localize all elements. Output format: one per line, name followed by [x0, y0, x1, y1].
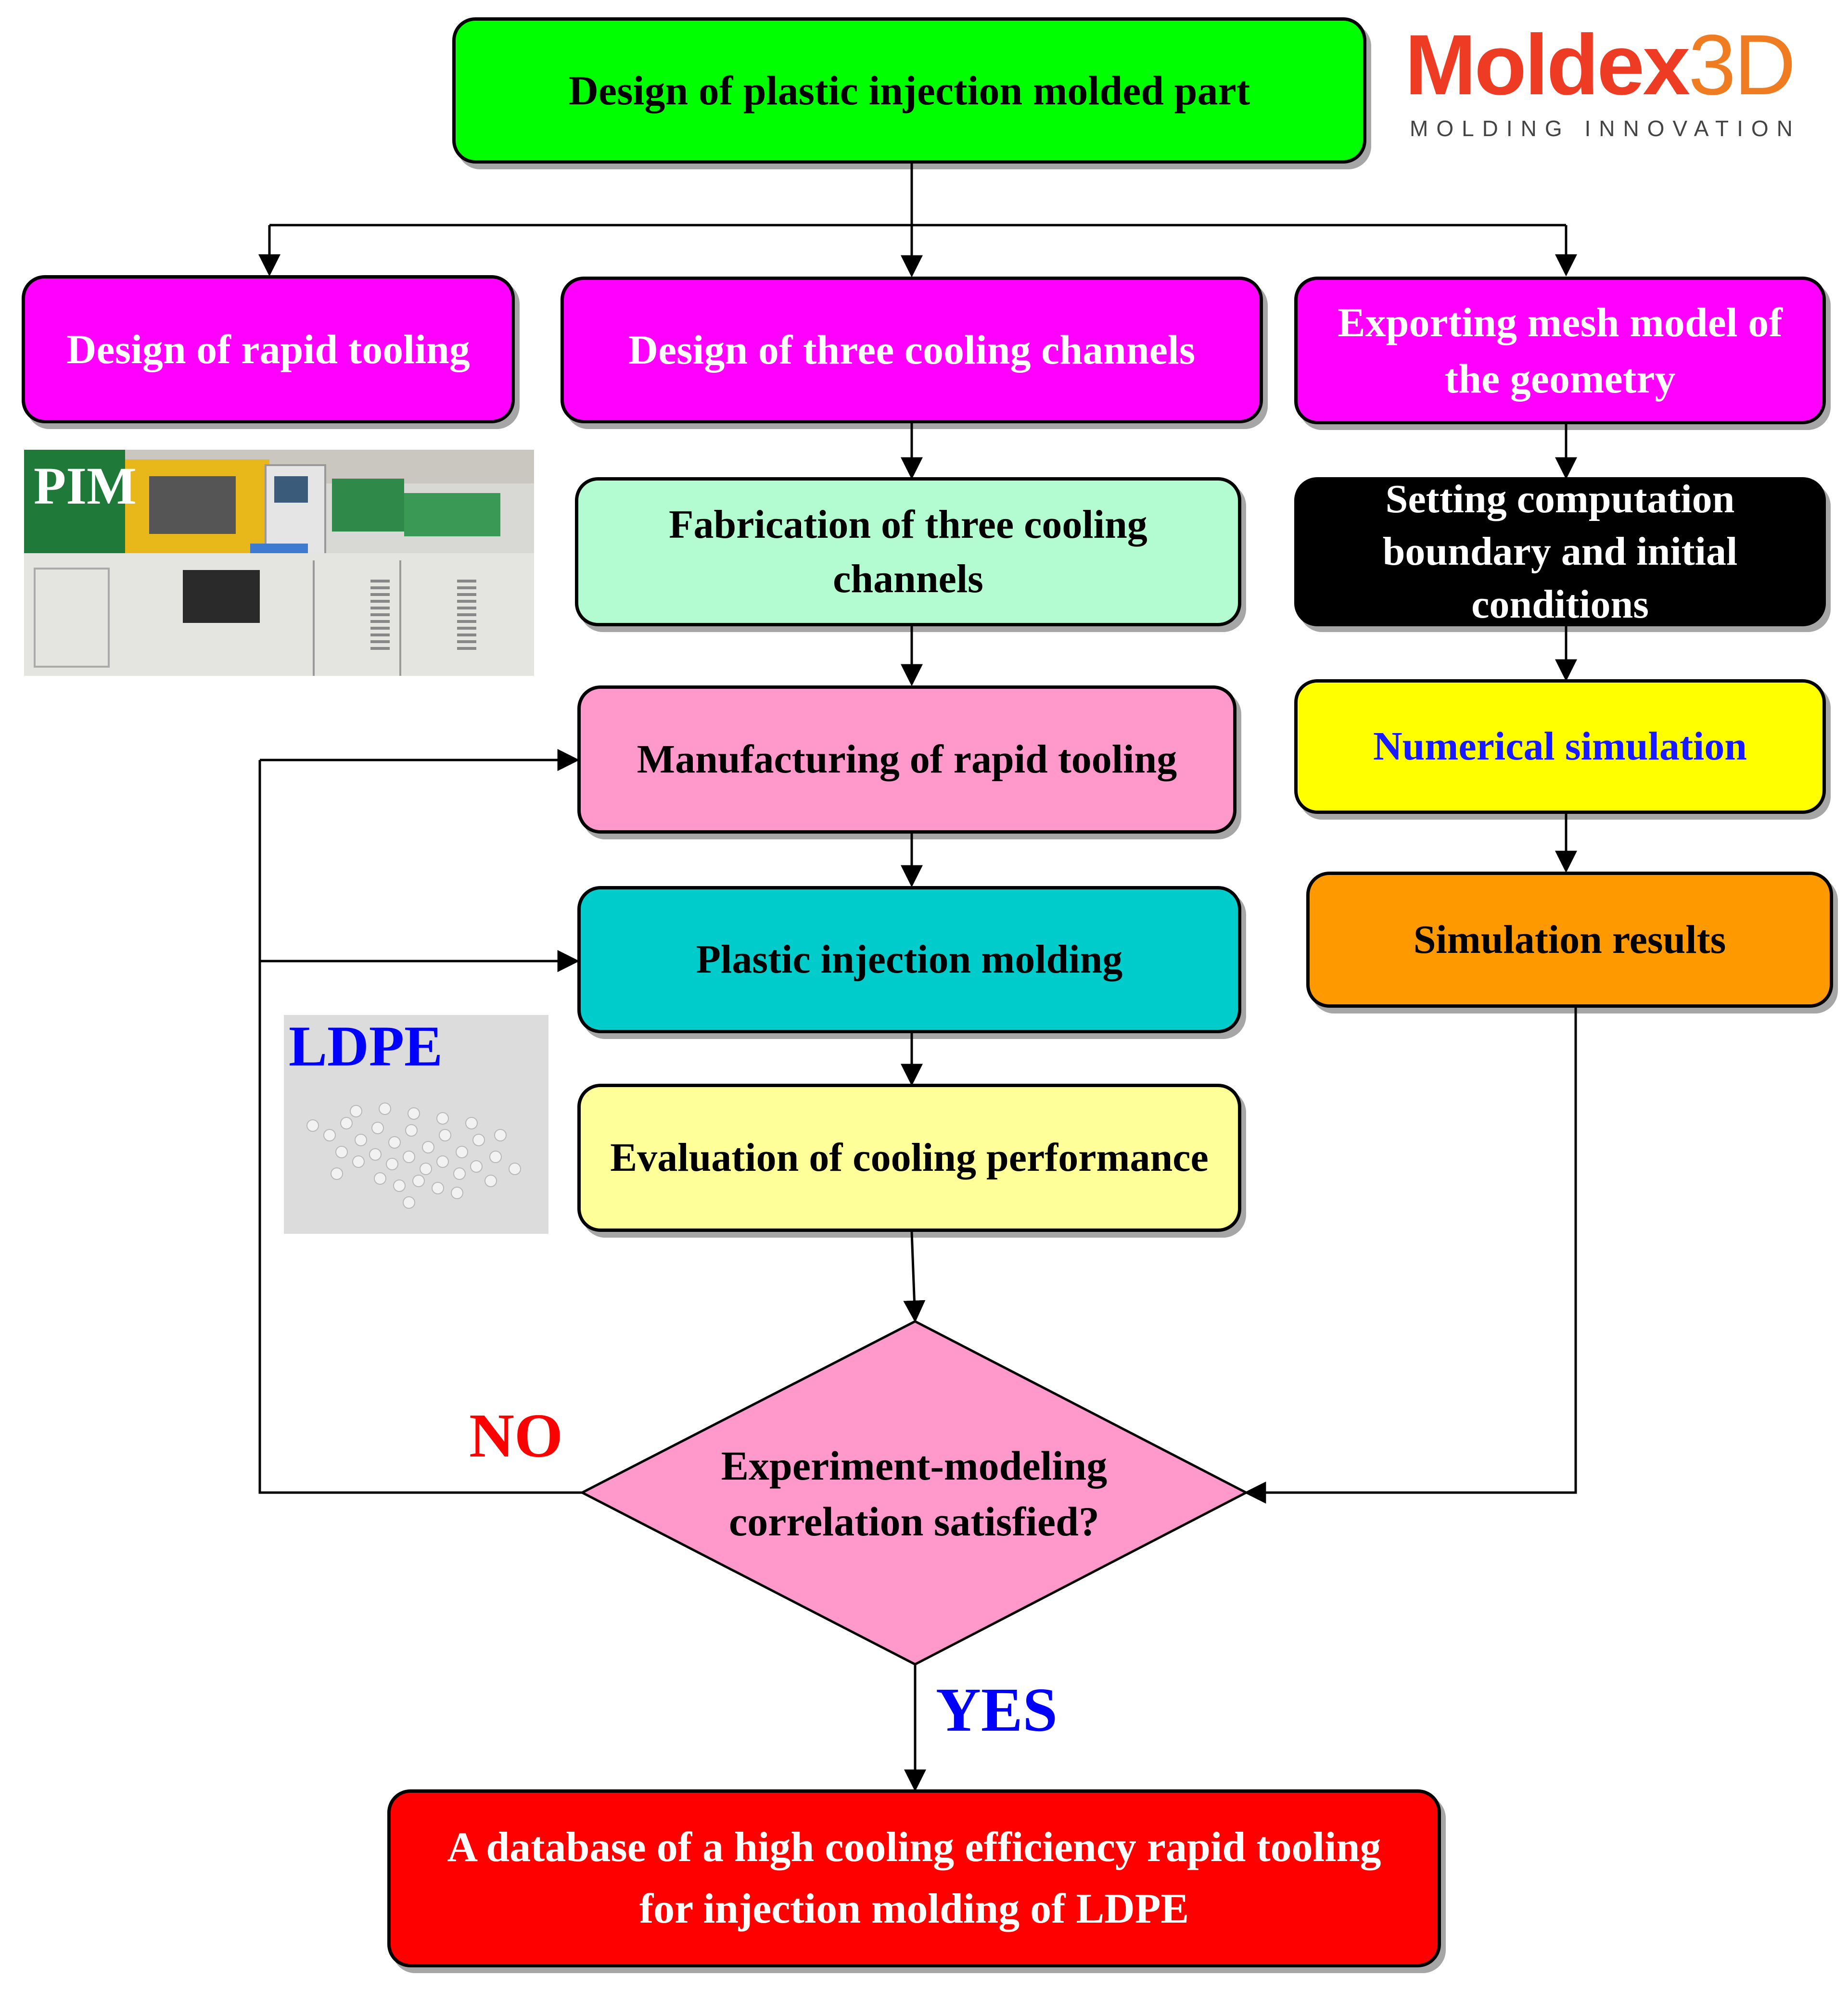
node-boundary-conditions-label: Setting computation boundary and initial… — [1382, 477, 1738, 627]
node-numerical-simulation: Numerical simulation — [1294, 679, 1826, 814]
node-design-molded-part-label: Design of plastic injection molded part — [568, 67, 1250, 114]
arrow-to-decision — [903, 1231, 926, 1323]
ldpe-label: LDPE — [289, 1015, 443, 1078]
node-evaluation-label: Evaluation of cooling performance — [610, 1135, 1209, 1180]
ldpe-pellets-photo: LDPE — [284, 1015, 548, 1234]
node-fabrication: Fabrication of three cooling channels — [575, 477, 1241, 626]
node-numerical-simulation-label: Numerical simulation — [1373, 724, 1747, 769]
decision-text: Experiment-modeling correlation satisfie… — [650, 1419, 1179, 1568]
logo-tagline: MOLDING INNOVATION — [1410, 116, 1801, 141]
node-fabrication-label: Fabrication of three cooling channels — [669, 502, 1147, 601]
decision-label: Experiment-modeling correlation satisfie… — [721, 1442, 1108, 1545]
node-manufacturing: Manufacturing of rapid tooling — [577, 685, 1236, 834]
pim-label: PIM — [34, 456, 137, 515]
node-database-label: A database of a high cooling efficiency … — [447, 1824, 1381, 1932]
node-export-mesh: Exporting mesh model of the geometry — [1294, 277, 1826, 424]
node-injection-molding-label: Plastic injection molding — [696, 937, 1123, 982]
no-feedback-line — [258, 760, 582, 1494]
logo-name-suffix: 3D — [1688, 17, 1796, 113]
arrow-results-to-decision — [1244, 1008, 1577, 1504]
ldpe-pellets-graphic — [306, 1102, 521, 1209]
node-design-rapid-tooling: Design of rapid tooling — [22, 275, 515, 423]
node-design-rapid-tooling-label: Design of rapid tooling — [66, 326, 470, 372]
decision-diamond — [579, 1320, 1249, 1666]
node-injection-molding: Plastic injection molding — [577, 886, 1241, 1033]
node-export-mesh-label: Exporting mesh model of the geometry — [1338, 299, 1783, 402]
node-design-three-channels: Design of three cooling channels — [561, 277, 1263, 423]
node-manufacturing-label: Manufacturing of rapid tooling — [637, 737, 1177, 782]
node-evaluation: Evaluation of cooling performance — [577, 1084, 1241, 1232]
node-boundary-conditions: Setting computation boundary and initial… — [1294, 477, 1826, 627]
pim-machine-photo: PIM — [24, 450, 534, 676]
no-label: NO — [469, 1401, 563, 1470]
node-simulation-results: Simulation results — [1306, 872, 1833, 1008]
moldex3d-logo: Moldex3D MOLDING INNOVATION — [1405, 22, 1828, 144]
logo-name-main: Moldex — [1405, 17, 1690, 113]
yes-label: YES — [936, 1675, 1058, 1745]
node-design-molded-part: Design of plastic injection molded part — [452, 17, 1366, 164]
node-simulation-results-label: Simulation results — [1413, 917, 1726, 962]
node-design-three-channels-label: Design of three cooling channels — [628, 327, 1196, 373]
node-database: A database of a high cooling efficiency … — [387, 1789, 1441, 1967]
